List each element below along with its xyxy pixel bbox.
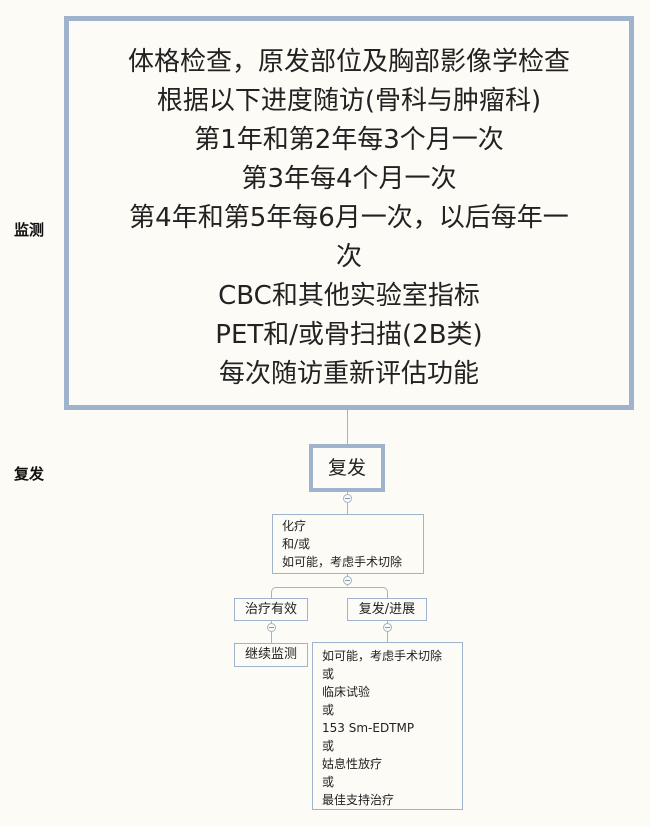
monitoring-line: PET和/或骨扫描(2B类): [215, 320, 483, 350]
monitoring-line: 每次随访重新评估功能: [218, 359, 479, 389]
monitoring-line: 体格检查，原发部位及胸部影像学检查: [127, 47, 570, 77]
collapse-toggle-icon[interactable]: [343, 494, 352, 503]
monitoring-box[interactable]: 体格检查，原发部位及胸部影像学检查 根据以下进度随访(骨科与肿瘤科) 第1年和第…: [64, 16, 634, 410]
connector: [347, 410, 348, 444]
monitoring-line: 次: [335, 242, 362, 272]
treatment-line: 化疗: [282, 519, 307, 533]
option-line: 或: [322, 667, 335, 681]
branch-effective[interactable]: 治疗有效: [234, 598, 308, 621]
monitoring-line: 第3年每4个月一次: [241, 164, 457, 194]
connector: [271, 621, 272, 643]
recurrence-node[interactable]: 复发: [309, 444, 385, 492]
continue-monitoring-node[interactable]: 继续监测: [234, 643, 308, 667]
label-recurrence: 复发: [14, 465, 45, 483]
collapse-toggle-icon[interactable]: [383, 623, 392, 632]
treatment-line: 如可能，考虑手术切除: [282, 555, 403, 569]
monitoring-line: CBC和其他实验室指标: [218, 281, 480, 311]
progression-options-node[interactable]: 如可能，考虑手术切除 或 临床试验 或 153 Sm-EDTMP 或 姑息性放疗…: [312, 642, 463, 810]
monitoring-line: 第4年和第5年每6月一次，以后每年一: [129, 203, 569, 233]
option-line: 最佳支持治疗: [322, 793, 395, 807]
branch-progression[interactable]: 复发/进展: [347, 598, 427, 621]
option-line: 153 Sm-EDTMP: [322, 721, 415, 735]
monitoring-line: 根据以下进度随访(骨科与肿瘤科): [156, 86, 542, 116]
option-line: 或: [322, 739, 335, 753]
option-line: 临床试验: [322, 685, 371, 699]
option-line: 如可能，考虑手术切除: [322, 649, 443, 663]
branch-connector: [271, 587, 388, 599]
connector: [387, 621, 388, 643]
label-monitoring: 监测: [14, 221, 45, 239]
connector: [347, 492, 348, 514]
treatment-line: 和/或: [282, 537, 311, 551]
treatment-node[interactable]: 化疗 和/或 如可能，考虑手术切除: [272, 514, 424, 574]
monitoring-line: 第1年和第2年每3个月一次: [194, 125, 504, 155]
option-line: 或: [322, 775, 335, 789]
collapse-toggle-icon[interactable]: [343, 576, 352, 585]
option-line: 或: [322, 703, 335, 717]
collapse-toggle-icon[interactable]: [267, 623, 276, 632]
option-line: 姑息性放疗: [322, 757, 383, 771]
